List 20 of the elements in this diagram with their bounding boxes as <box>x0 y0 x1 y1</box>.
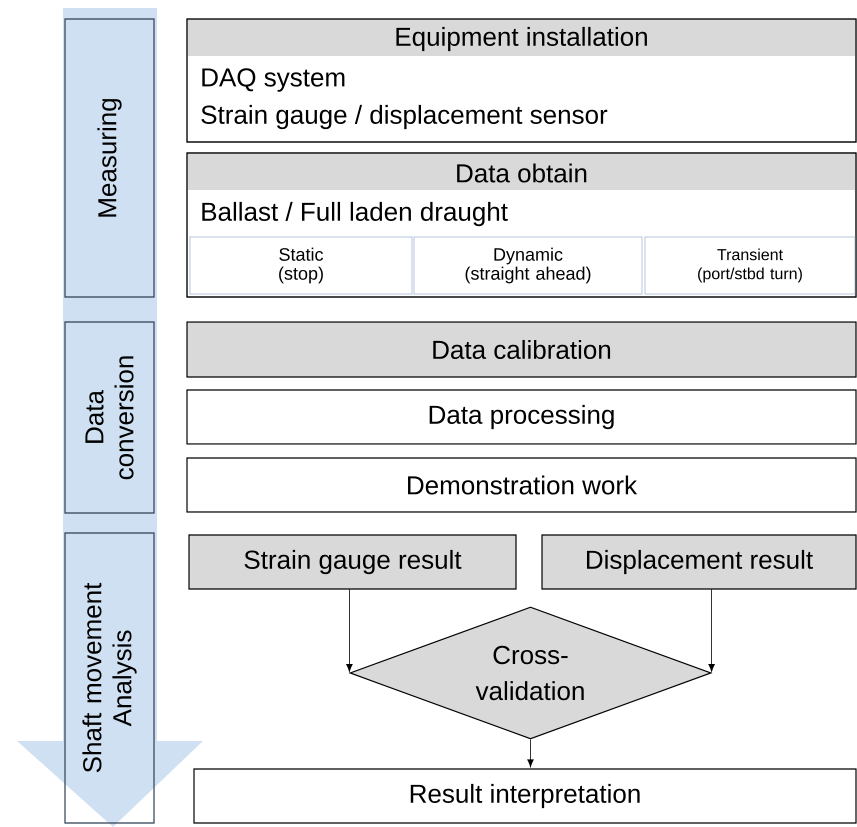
process-box: Data calibration <box>186 321 857 378</box>
case-box: Static (stop) <box>190 236 412 294</box>
process-box: Displacement result <box>541 534 857 590</box>
process-box: Strain gauge result <box>188 534 517 590</box>
case-box: Transient (port/stbd turn) <box>644 236 856 294</box>
box-line: DAQ system <box>202 68 344 92</box>
case-box: Dynamic (straight ahead) <box>414 236 642 294</box>
process-box: Demonstration work <box>186 457 857 513</box>
box-heading: Equipment installation <box>396 26 647 52</box>
arrow <box>346 589 353 672</box>
process-box: Data processing <box>186 389 857 445</box>
stage-band: Data conversion <box>64 321 155 514</box>
arrow <box>708 589 715 672</box>
stage-band: Measuring <box>64 18 155 298</box>
box-heading: Data obtain <box>457 163 586 183</box>
stage-band: Shaft movement Analysis <box>64 532 155 824</box>
box-line: Strain gauge / displacement sensor <box>201 104 608 130</box>
box-line: Ballast / Full laden draught <box>202 202 508 226</box>
arrow <box>527 739 534 768</box>
process-box: Result interpretation <box>193 768 857 824</box>
